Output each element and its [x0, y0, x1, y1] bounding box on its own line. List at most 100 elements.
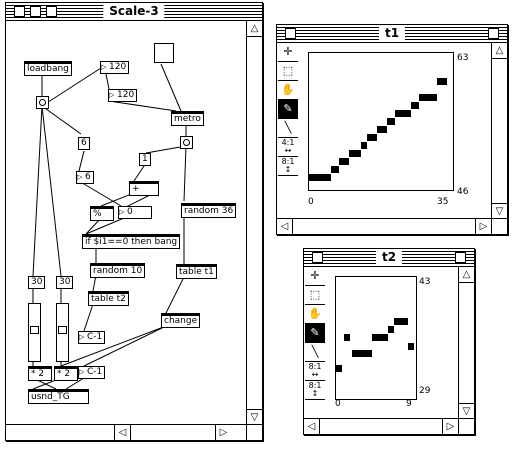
t1-xmax-label: 35 — [437, 197, 449, 207]
scroll-right-arrow-icon[interactable]: ▷ — [475, 219, 491, 234]
crosshair-icon[interactable]: ✛ — [305, 267, 325, 286]
scroll-right-arrow-icon[interactable]: ▷ — [442, 419, 458, 434]
close-box-icon[interactable] — [312, 252, 323, 263]
zoom-box-icon[interactable] — [488, 28, 499, 39]
t1-vscroll[interactable]: △ ▽ — [491, 43, 507, 219]
patcher-window: Scale-3 — [5, 2, 263, 441]
number-box-6[interactable]: 6 — [76, 171, 94, 184]
t1-tool-palette: ✛ ⬚ ✋ ✎ ╲ 4:1↔ 8:1↕ — [278, 43, 298, 176]
t1-zoom-horizontal[interactable]: 4:1↔ — [278, 138, 298, 157]
t1-zoom-v-label: 8:1 — [281, 157, 295, 166]
grow-box-icon[interactable] — [246, 424, 262, 440]
metro-bang[interactable] — [180, 136, 193, 149]
t1plot-cell — [419, 94, 437, 101]
pencil-tool-icon[interactable]: ✎ — [305, 324, 325, 343]
patch-cords — [32, 63, 187, 390]
table-t1-object[interactable]: table t1 — [176, 264, 217, 279]
scroll-down-arrow-icon[interactable]: ▽ — [459, 403, 474, 419]
scroll-right-arrow-icon[interactable]: ▷ — [215, 425, 231, 440]
patch-canvas[interactable]: loadbang 120 120 metro 6 1 6 + % 0 rando… — [6, 21, 246, 424]
t1-zoom-vertical[interactable]: 8:1↕ — [278, 157, 298, 176]
t2-zoom-h-label: 8:1 — [308, 362, 322, 371]
plus-object[interactable]: + — [129, 181, 159, 196]
usnd-tg-object[interactable]: usnd_TG — [28, 389, 89, 404]
t2-zoom-horizontal[interactable]: 8:1↔ — [305, 362, 325, 381]
zoom-box-icon[interactable] — [46, 6, 57, 17]
number-box-120a[interactable]: 120 — [100, 61, 130, 74]
scroll-up-arrow-icon[interactable]: △ — [492, 43, 507, 59]
pencil-tool-icon[interactable]: ✎ — [278, 100, 298, 119]
t2-titlebar[interactable]: t2 — [304, 249, 474, 267]
t2plot-cell — [352, 350, 372, 357]
t1-title: t1 — [378, 25, 406, 42]
line-tool-icon[interactable]: ╲ — [305, 343, 325, 362]
metro-toggle[interactable] — [154, 43, 174, 63]
t2-xmax-label: 9 — [406, 399, 412, 409]
random-36-object[interactable]: random 36 — [181, 203, 237, 218]
if-expression-object[interactable]: if $i1==0 then bang — [82, 234, 181, 249]
multiply-2b-object[interactable]: * 2 — [54, 366, 78, 381]
scroll-down-arrow-icon[interactable]: ▽ — [247, 409, 262, 425]
t1plot-cell — [437, 78, 447, 85]
number-box-120b[interactable]: 120 — [108, 89, 138, 102]
scroll-left-arrow-icon[interactable]: ◁ — [304, 419, 320, 434]
loadbang-bang[interactable] — [36, 96, 49, 109]
grow-box-icon[interactable] — [491, 218, 507, 234]
slider-left-knob[interactable] — [30, 326, 39, 334]
message-1[interactable]: 1 — [139, 153, 151, 166]
close-box-icon[interactable] — [14, 6, 25, 17]
t1-plot[interactable] — [308, 52, 454, 191]
t2-vscroll[interactable]: △ ▽ — [458, 267, 474, 419]
grow-box-icon[interactable] — [458, 418, 474, 434]
loadbang-object[interactable]: loadbang — [24, 61, 72, 76]
crosshair-icon[interactable]: ✛ — [278, 43, 298, 62]
message-6[interactable]: 6 — [78, 137, 90, 150]
line-tool-icon[interactable]: ╲ — [278, 119, 298, 138]
t2plot-cell — [388, 326, 394, 333]
slider-right-knob[interactable] — [58, 326, 67, 334]
t2plot-cell — [394, 318, 408, 325]
t2-ymax-label: 43 — [419, 277, 431, 287]
close-box-icon[interactable] — [285, 28, 296, 39]
scroll-up-arrow-icon[interactable]: △ — [247, 21, 262, 37]
number-box-c1a[interactable]: C-1 — [78, 331, 106, 344]
change-object[interactable]: change — [161, 313, 201, 328]
metro-object[interactable]: metro — [171, 111, 204, 126]
hand-tool-icon[interactable]: ✋ — [278, 81, 298, 100]
zoom-box-icon[interactable] — [455, 252, 466, 263]
t2-plot[interactable] — [335, 276, 417, 400]
patcher-hscroll[interactable]: ◁ ▷ — [6, 424, 262, 440]
scroll-down-arrow-icon[interactable]: ▽ — [492, 203, 507, 219]
t2-zoom-vertical[interactable]: 8:1↕ — [305, 381, 325, 400]
scroll-up-arrow-icon[interactable]: △ — [459, 267, 474, 283]
slider-left[interactable] — [28, 303, 41, 362]
t1plot-cell — [331, 166, 339, 173]
message-30a[interactable]: 30 — [28, 276, 46, 289]
hand-tool-icon[interactable]: ✋ — [305, 305, 325, 324]
scroll-left-arrow-icon[interactable]: ◁ — [277, 219, 293, 234]
t1-ymin-label: 46 — [457, 187, 469, 197]
t2plot-cell — [336, 365, 342, 372]
number-box-c1b[interactable]: C-1 — [78, 366, 106, 379]
message-30b[interactable]: 30 — [56, 276, 74, 289]
select-tool-icon[interactable]: ⬚ — [305, 286, 325, 305]
select-tool-icon[interactable]: ⬚ — [278, 62, 298, 81]
lock-icon[interactable] — [30, 6, 41, 17]
t1plot-cell — [387, 118, 395, 125]
number-box-0[interactable]: 0 — [118, 206, 152, 219]
slider-right[interactable] — [56, 303, 69, 362]
t1-titlebar[interactable]: t1 — [277, 25, 507, 43]
t1plot-cell — [361, 142, 367, 149]
random-10-object[interactable]: random 10 — [90, 263, 146, 278]
window-title: Scale-3 — [103, 3, 165, 20]
t1plot-cell — [377, 126, 387, 133]
scroll-left-arrow-icon[interactable]: ◁ — [114, 425, 131, 440]
table-t2-object[interactable]: table t2 — [88, 291, 129, 306]
t1-hscroll[interactable]: ◁ ▷ — [277, 218, 507, 234]
t2-hscroll[interactable]: ◁ ▷ — [304, 418, 474, 434]
multiply-2a-object[interactable]: * 2 — [28, 366, 52, 381]
modulo-object[interactable]: % — [90, 206, 114, 221]
t2-ymin-label: 29 — [419, 386, 431, 396]
patcher-titlebar[interactable]: Scale-3 — [6, 3, 262, 21]
patcher-vscroll[interactable]: △ ▽ — [246, 21, 262, 425]
